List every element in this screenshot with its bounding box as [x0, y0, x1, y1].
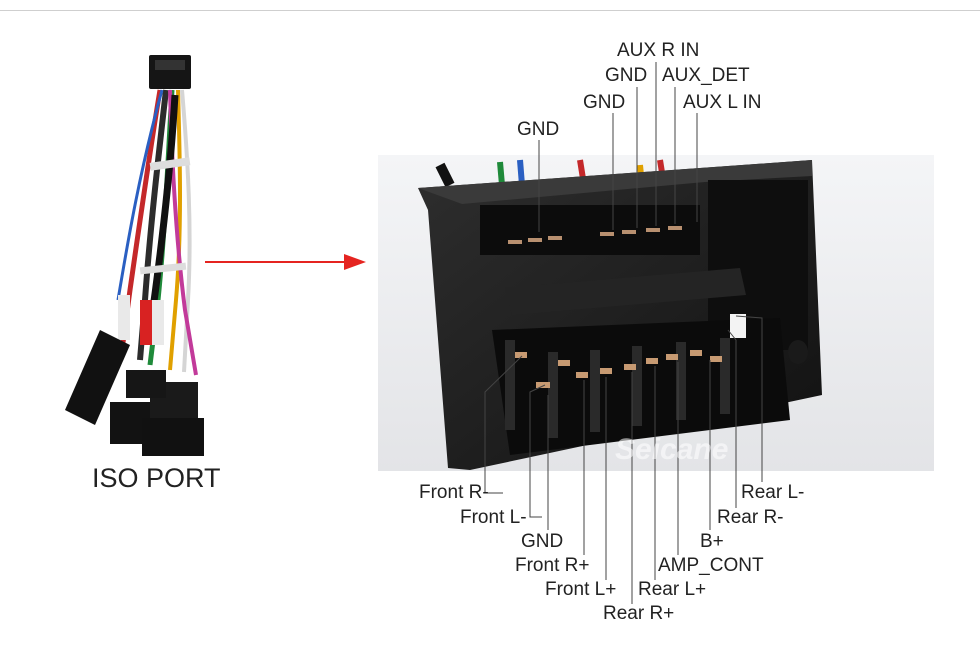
top-divider	[0, 0, 980, 11]
label-aux-r-in: AUX R IN	[617, 40, 700, 61]
label-front-r-plus: Front R+	[515, 555, 590, 576]
iso-port-title: ISO PORT	[92, 463, 221, 493]
label-gnd-top-1: GND	[605, 65, 648, 86]
label-amp-cont: AMP_CONT	[658, 555, 764, 576]
label-aux-l-in: AUX L IN	[683, 92, 762, 113]
label-b-plus: B+	[700, 531, 724, 552]
top-leader-lines	[538, 62, 698, 232]
pointer-arrow	[205, 254, 366, 270]
label-front-l-plus: Front L+	[545, 579, 617, 600]
label-aux-det: AUX_DET	[662, 65, 750, 86]
label-rear-r-minus: Rear R-	[717, 507, 784, 528]
label-front-r-minus: Front R-	[419, 482, 489, 503]
label-rear-l-minus: Rear L-	[741, 482, 805, 503]
label-gnd-bottom: GND	[521, 531, 564, 552]
watermark-text: Seicane	[615, 433, 728, 466]
iso-harness-image	[65, 55, 204, 456]
label-rear-l-plus: Rear L+	[638, 579, 707, 600]
label-gnd-top-3: GND	[517, 119, 560, 140]
label-front-l-minus: Front L-	[460, 507, 527, 528]
bottom-leader-lines	[484, 315, 763, 604]
label-rear-r-plus: Rear R+	[603, 603, 675, 624]
label-gnd-top-2: GND	[583, 92, 626, 113]
